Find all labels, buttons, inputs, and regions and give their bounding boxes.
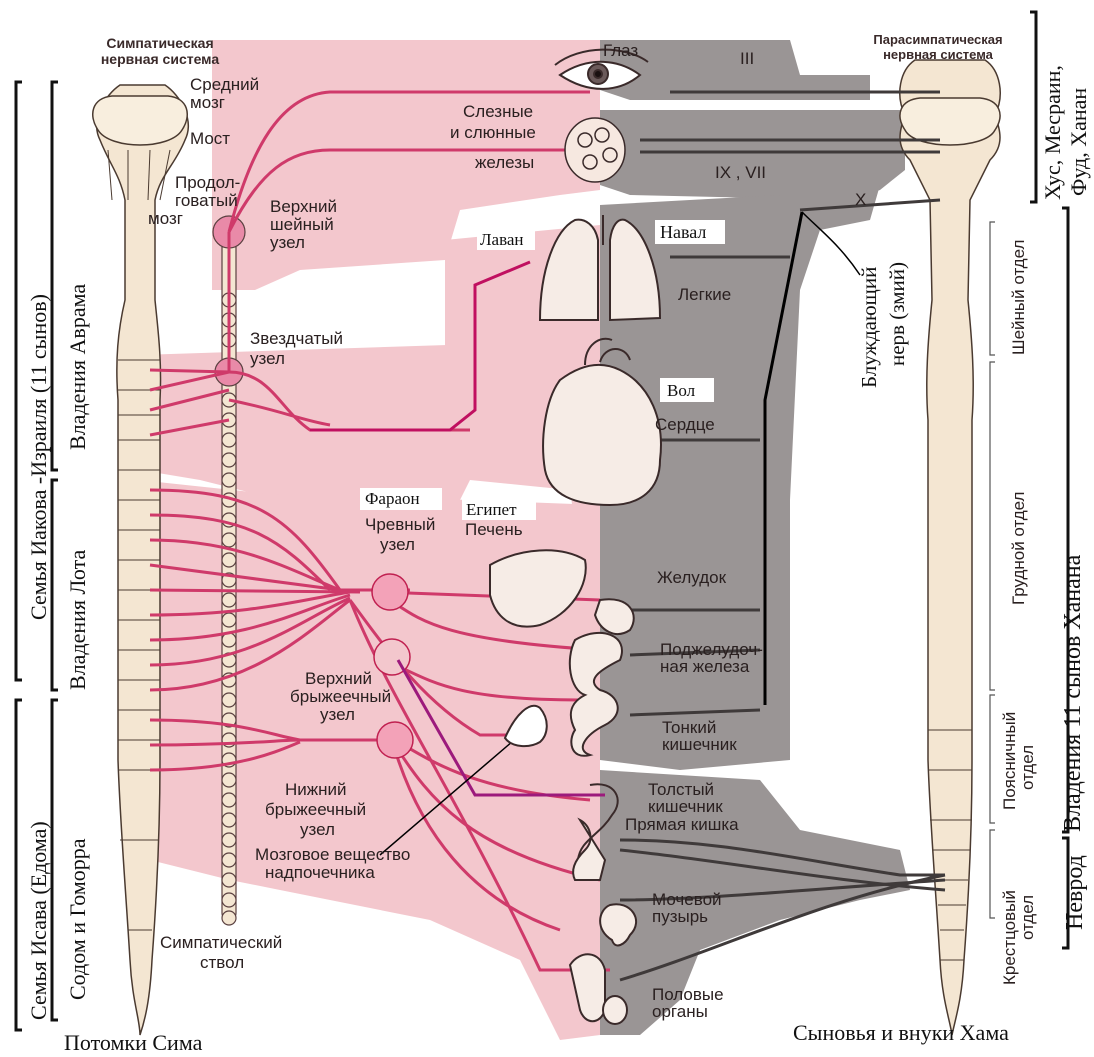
glands-label-2: и слюнные [450,123,536,142]
stomach-label: Желудок [657,568,727,587]
eye-label: Глаз [603,41,638,60]
superior-cervical-label-1: Верхний [270,197,337,216]
naval-annotation: Навал [660,222,706,242]
pharaoh-annotation: Фараон [365,489,420,508]
glands-organ [565,118,625,182]
adrenal-medulla-label-2: надпочечника [265,863,375,882]
nimrod-label: Неврод [1062,855,1088,930]
midbrain-label-2: мозг [190,93,225,112]
thoracic-section-label: Грудной отдел [1009,492,1028,605]
shem-descendants-label: Потомки Сима [64,1030,203,1055]
vagus-nerve-label: X [855,190,866,209]
spinal-section-brackets [990,222,995,918]
celiac-label-2: узел [380,535,415,554]
midbrain-label-1: Средний [190,75,259,94]
sympathetic-header: Симпатическая нервная система [101,35,220,67]
medulla-label-1: Продол- [175,173,240,192]
sacral-section-label-1: Крестцовый [1000,890,1019,985]
parasympathetic-header-line1: Парасимпатическая [873,32,1002,47]
abram-domain-label: Владения Аврама [65,284,90,450]
lungs-label: Легкие [678,285,731,304]
inferior-mesenteric-label-1: Нижний [285,780,347,799]
ham-descendants-label: Сыновья и внуки Хама [793,1020,1009,1045]
pons-label: Мост [190,129,230,148]
superior-cervical-label-2: шейный [270,215,334,234]
lumbar-section-label-2: отдел [1018,745,1037,790]
heart-label: Сердце [655,415,715,434]
superior-mesenteric-label-1: Верхний [305,669,372,688]
laban-annotation: Лаван [480,230,524,249]
egypt-annotation: Египет [466,500,517,519]
lot-domain-label: Владения Лота [65,549,90,690]
cranial-nerve-9-7-label: IX , VII [715,163,766,182]
canaan-domain-label: Владения 11 сынов Ханана [1060,554,1086,832]
stellate-label-2: узел [250,349,285,368]
celiac-label-1: Чревный [365,515,435,534]
esau-family-label: Семья Исава (Едома) [26,821,51,1020]
pancreas-label-2: ная железа [660,657,750,676]
inferior-mesenteric-label-3: узел [300,820,335,839]
vol-annotation: Вол [667,381,696,400]
stellate-label-1: Звездчатый [250,329,343,348]
genitals-label-2: органы [652,1002,708,1021]
vagus-annotation-line1: Блуждающий [857,267,881,388]
large-intestine-label-2: кишечник [648,797,723,816]
sacral-section-label-2: отдел [1018,895,1037,940]
jacob-family-label: Семья Иакова -Израиля (11 сынов) [26,294,51,620]
sympathetic-trunk-label-2: ствол [200,953,244,972]
superior-mesenteric-label-3: узел [320,705,355,724]
sympathetic-header-line2: нервная система [101,51,220,67]
hus-group-label-1: Хус, Месраин, [1040,65,1065,200]
superior-mesenteric-label-2: брыжеечный [290,687,391,706]
small-intestine-label-2: кишечник [662,735,737,754]
cervical-section-label: Шейный отдел [1009,240,1028,355]
parasympathetic-header-line2: нервная система [883,47,994,62]
parasympathetic-header: Парасимпатическая нервная система [873,32,1002,62]
liver-label: Печень [465,520,523,539]
glands-label-1: Слезные [463,102,533,121]
sympathetic-header-line1: Симпатическая [106,35,213,51]
glands-label-3: железы [475,153,534,172]
rectum-label: Прямая кишка [625,815,739,834]
adrenal-medulla-label-1: Мозговое вещество [255,845,410,864]
medulla-label-2: говатый [175,191,238,210]
bladder-label-2: пузырь [652,907,708,926]
cranial-nerve-3-label: III [740,49,754,68]
sympathetic-trunk-label-1: Симпатический [160,933,282,952]
inferior-mesenteric-label-2: брыжеечный [265,800,366,819]
vagus-annotation-line2: нерв (змий) [885,262,909,366]
sodom-label: Содом и Гоморра [65,838,90,1000]
superior-cervical-label-3: узел [270,233,305,252]
hus-group-label-2: Фуд, Ханан [1066,88,1091,196]
medulla-label-3: мозг [148,209,183,228]
lumbar-section-label-1: Поясничный [1000,712,1019,810]
